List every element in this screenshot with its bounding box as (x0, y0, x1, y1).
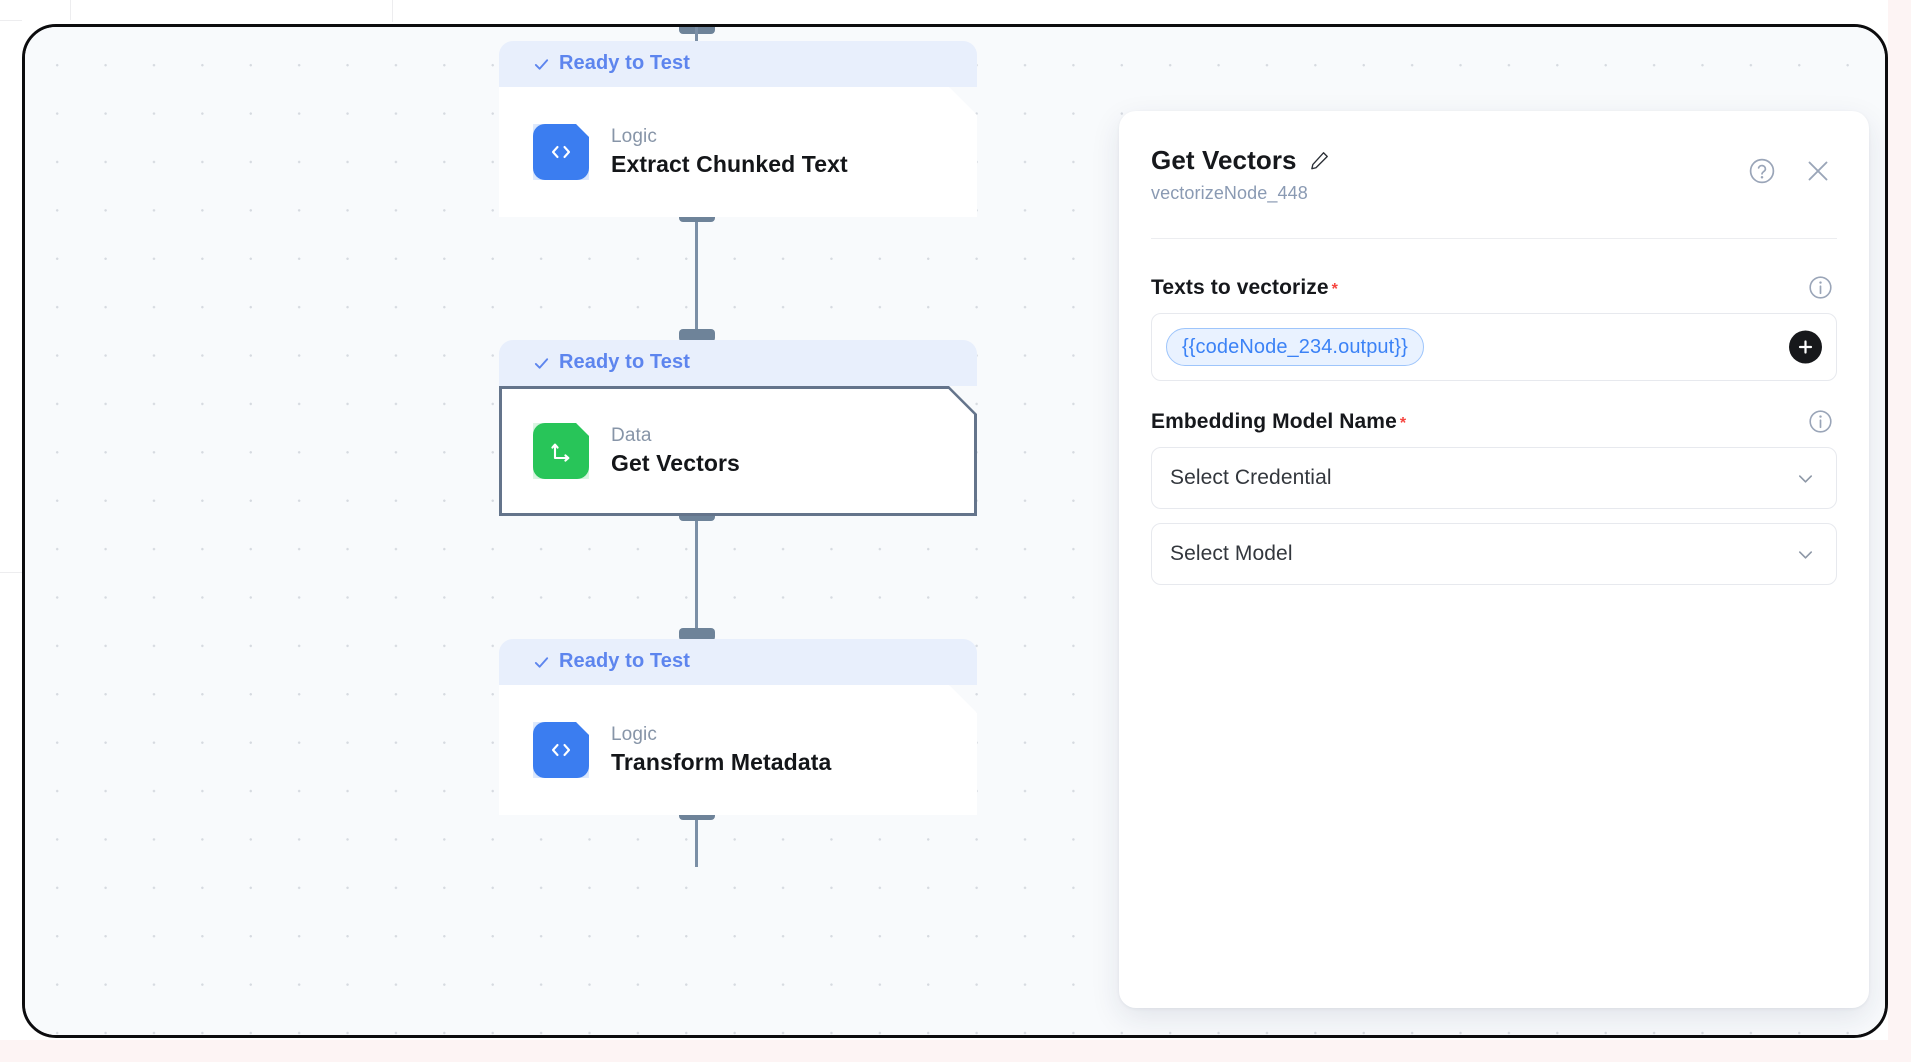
code-icon (533, 124, 589, 180)
field-label-row: Texts to vectorize* (1151, 275, 1837, 300)
info-icon[interactable] (1808, 275, 1833, 300)
node-status-banner: Ready to Test (499, 639, 977, 685)
panel-divider (1151, 238, 1837, 239)
node-properties-panel: Get Vectors vectorizeNode_448 (1119, 111, 1869, 1008)
connector-line (695, 27, 698, 41)
model-select-value: Select Model (1170, 542, 1293, 565)
code-icon (533, 722, 589, 778)
check-icon (534, 357, 549, 369)
backdrop-divider (392, 0, 393, 22)
panel-body: Texts to vectorize* {{codeNode_234.outpu… (1119, 239, 1869, 585)
chevron-down-icon (1798, 474, 1813, 483)
panel-title-row: Get Vectors (1151, 145, 1829, 176)
help-circle-icon[interactable] (1748, 157, 1776, 185)
field-label-group: Embedding Model Name* (1151, 410, 1406, 434)
node-category: Logic (611, 724, 657, 745)
pencil-icon[interactable] (1309, 150, 1330, 171)
vector-axes-icon (533, 423, 589, 479)
field-label: Texts to vectorize (1151, 275, 1329, 299)
page-title: Get Vectors (1151, 145, 1297, 175)
code-glyph (546, 137, 576, 167)
node-card-body[interactable]: Data Get Vectors (499, 386, 977, 516)
node-title: Extract Chunked Text (611, 151, 848, 177)
field-label-group: Texts to vectorize* (1151, 276, 1338, 300)
backdrop-divider (0, 572, 22, 573)
node-status-label: Ready to Test (559, 350, 690, 373)
chevron-down-icon (1798, 550, 1813, 559)
code-glyph (546, 735, 576, 765)
node-card-body[interactable]: Logic Extract Chunked Text (499, 87, 977, 217)
node-card-body[interactable]: Logic Transform Metadata (499, 685, 977, 815)
close-icon[interactable] (1803, 156, 1833, 186)
connector-line (695, 813, 698, 867)
info-icon[interactable] (1808, 409, 1833, 434)
panel-header: Get Vectors vectorizeNode_448 (1119, 111, 1869, 204)
node-text: Logic Extract Chunked Text (611, 126, 848, 178)
node-get-vectors[interactable]: Ready to Test Data Get Vectors (499, 340, 977, 516)
check-icon (534, 58, 549, 70)
node-text: Logic Transform Metadata (611, 724, 831, 776)
connector-line (695, 215, 698, 337)
required-marker: * (1331, 280, 1338, 298)
check-icon (534, 656, 549, 668)
connector-cap (679, 329, 715, 342)
panel-subtitle: vectorizeNode_448 (1151, 183, 1308, 203)
backdrop-divider (70, 0, 71, 20)
connector-cap (679, 628, 715, 641)
plus-icon (1798, 340, 1813, 354)
workflow-canvas-frame: Ready to Test Logic Extract Chunked Text… (22, 24, 1888, 1038)
field-label-row: Embedding Model Name* (1151, 409, 1837, 434)
connector-line (695, 514, 698, 636)
node-status-banner: Ready to Test (499, 340, 977, 386)
credential-select[interactable]: Select Credential (1151, 447, 1837, 509)
node-status-label: Ready to Test (559, 51, 690, 74)
field-texts-to-vectorize: Texts to vectorize* {{codeNode_234.outpu… (1151, 275, 1837, 381)
required-marker: * (1399, 414, 1407, 432)
field-label: Embedding Model Name (1151, 409, 1397, 433)
credential-select-value: Select Credential (1170, 466, 1332, 489)
add-text-button[interactable] (1789, 330, 1822, 364)
texts-to-vectorize-input[interactable]: {{codeNode_234.output}} (1151, 313, 1837, 381)
field-embedding-model-name: Embedding Model Name* Select Credential (1151, 409, 1837, 585)
node-category: Data (611, 425, 652, 446)
panel-actions (1748, 156, 1833, 186)
node-title: Transform Metadata (611, 749, 832, 775)
node-text: Data Get Vectors (611, 425, 740, 477)
backdrop-divider (0, 20, 22, 21)
model-select[interactable]: Select Model (1151, 523, 1837, 585)
vector-axes-glyph (546, 436, 576, 466)
node-status-banner: Ready to Test (499, 41, 977, 87)
backdrop-tint (1888, 380, 1911, 1062)
expression-token[interactable]: {{codeNode_234.output}} (1166, 328, 1424, 366)
backdrop-tint (0, 1040, 1911, 1062)
backdrop-tint (1888, 0, 1911, 380)
node-extract-chunked-text[interactable]: Ready to Test Logic Extract Chunked Text (499, 41, 977, 217)
node-title: Get Vectors (611, 450, 740, 476)
node-category: Logic (611, 126, 657, 147)
node-status-label: Ready to Test (559, 649, 690, 672)
node-transform-metadata[interactable]: Ready to Test Logic Transform Metadata (499, 639, 977, 815)
